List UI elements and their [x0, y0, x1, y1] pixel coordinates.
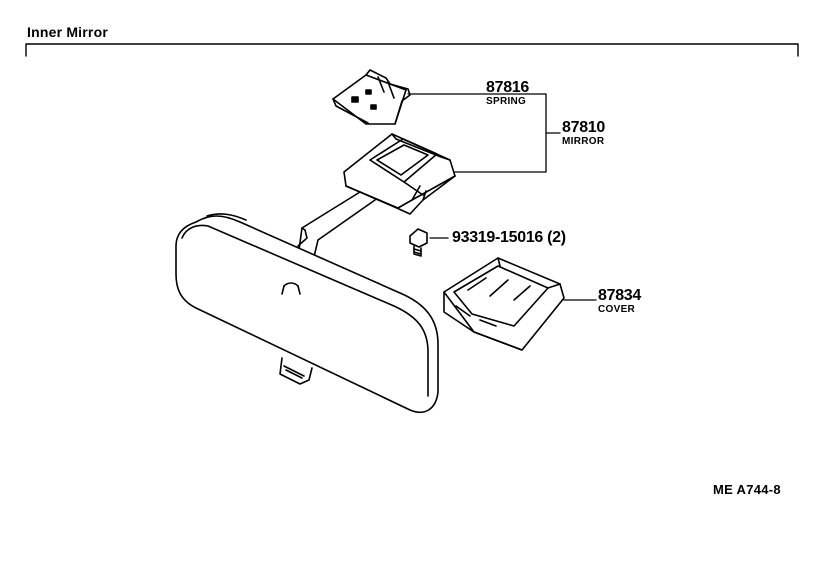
cover-part	[443, 257, 565, 351]
mirror-body	[175, 213, 439, 414]
part-label-spring: 87816 SPRING	[486, 80, 529, 107]
part-label-cover: 87834 COVER	[598, 288, 641, 315]
frame-bracket	[25, 43, 799, 57]
bolt-part	[409, 228, 428, 257]
part-label-bolt: 93319-15016 (2)	[452, 230, 566, 246]
spring-part	[332, 69, 411, 125]
diagram-title: Inner Mirror	[27, 24, 108, 40]
part-number: 87834	[598, 287, 641, 304]
part-name: MIRROR	[562, 136, 605, 147]
part-number: 93319-15016 (2)	[452, 229, 566, 246]
reference-code: ME A744-8	[713, 482, 781, 497]
part-name: SPRING	[486, 96, 527, 107]
part-label-mirror: 87810 MIRROR	[562, 120, 605, 147]
part-number: 87816	[486, 79, 529, 96]
leader-lines	[407, 93, 597, 301]
part-name: COVER	[598, 304, 636, 315]
part-number: 87810	[562, 119, 605, 136]
